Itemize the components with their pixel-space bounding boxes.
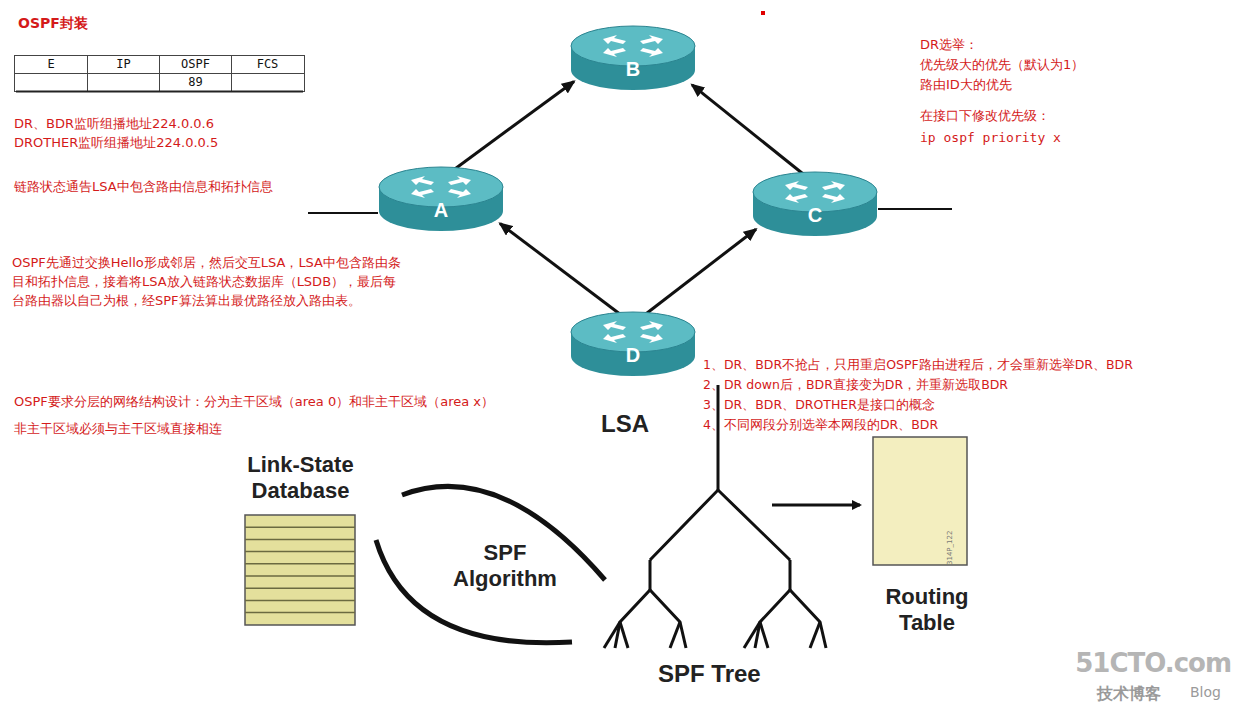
list-item: 3、DR、BDR、DROTHER是接口的概念	[703, 396, 935, 414]
router-node: A	[376, 163, 506, 235]
router-letter: C	[750, 204, 880, 227]
dr-note: 优先级大的优先（默认为1）	[920, 56, 1084, 74]
lsa-arrow	[455, 81, 574, 169]
watermark: 技术博客	[1097, 684, 1161, 705]
algorithm-label: SPF Algorithm	[438, 540, 572, 592]
algorithm-arc	[376, 540, 572, 643]
link-stub	[878, 208, 952, 210]
note-paragraph: OSPF先通过交换Hello形成邻居，然后交互LSA，LSA中包含路由条目和拓扑…	[12, 253, 404, 310]
list-item: 4、不同网段分别选举本网段的DR、BDR	[703, 416, 938, 434]
list-item: 2、DR down后，BDR直接变为DR，并重新选取BDR	[703, 376, 1008, 394]
database-stack	[244, 514, 356, 626]
table-cell: 89	[160, 74, 231, 91]
note: OSPF要求分层的网络结构设计：分为主干区域（area 0）和非主干区域（are…	[14, 393, 494, 411]
note: DR、BDR监听组播地址224.0.0.6	[14, 115, 214, 133]
lsa-label: LSA	[601, 410, 649, 438]
tree-label: SPF Tree	[658, 660, 761, 688]
watermark: 51CTO.com	[1075, 648, 1231, 678]
router-node: C	[750, 168, 880, 240]
link-stub	[308, 212, 378, 214]
figure-code: 314P_122	[946, 531, 954, 565]
lsa-arrow	[692, 85, 803, 174]
tree-trunk	[717, 385, 720, 442]
table-cell: IP	[88, 56, 159, 73]
router-node: B	[568, 22, 698, 94]
table-heading: Routing Table	[866, 584, 988, 636]
router-node: D	[568, 308, 698, 380]
note: DROTHER监听组播地址224.0.0.5	[14, 134, 218, 152]
watermark: Blog	[1190, 684, 1221, 700]
note: 链路状态通告LSA中包含路由信息和拓扑信息	[14, 178, 273, 196]
database-heading: Link-State Database	[228, 452, 373, 504]
note: 非主干区域必须与主干区域直接相连	[14, 420, 222, 438]
spf-tree	[604, 442, 826, 648]
packet-table	[14, 55, 305, 92]
result-arrow	[772, 504, 860, 507]
table-cell: E	[15, 56, 87, 73]
router-letter: B	[568, 58, 698, 81]
table-title: OSPF封装	[18, 15, 88, 33]
table-cell: FCS	[232, 56, 303, 73]
dr-note: 在接口下修改优先级：	[920, 107, 1050, 125]
algorithm-arc	[402, 486, 605, 580]
red-dot	[761, 11, 765, 15]
database-node: Link-State Database	[228, 452, 373, 632]
router-letter: D	[568, 344, 698, 367]
lsa-arrow	[646, 229, 756, 314]
table-node: Routing Table	[866, 436, 988, 646]
table-cell: OSPF	[160, 56, 231, 73]
dr-note: 路由ID大的优先	[920, 76, 1012, 94]
list-item: 1、DR、BDR不抢占，只用重启OSPF路由进程后，才会重新选举DR、BDR	[703, 356, 1133, 374]
lsa-arrow	[500, 224, 620, 314]
command-note: ip ospf priority x	[920, 129, 1061, 147]
dr-note: DR选举：	[920, 36, 978, 54]
router-letter: A	[376, 199, 506, 222]
